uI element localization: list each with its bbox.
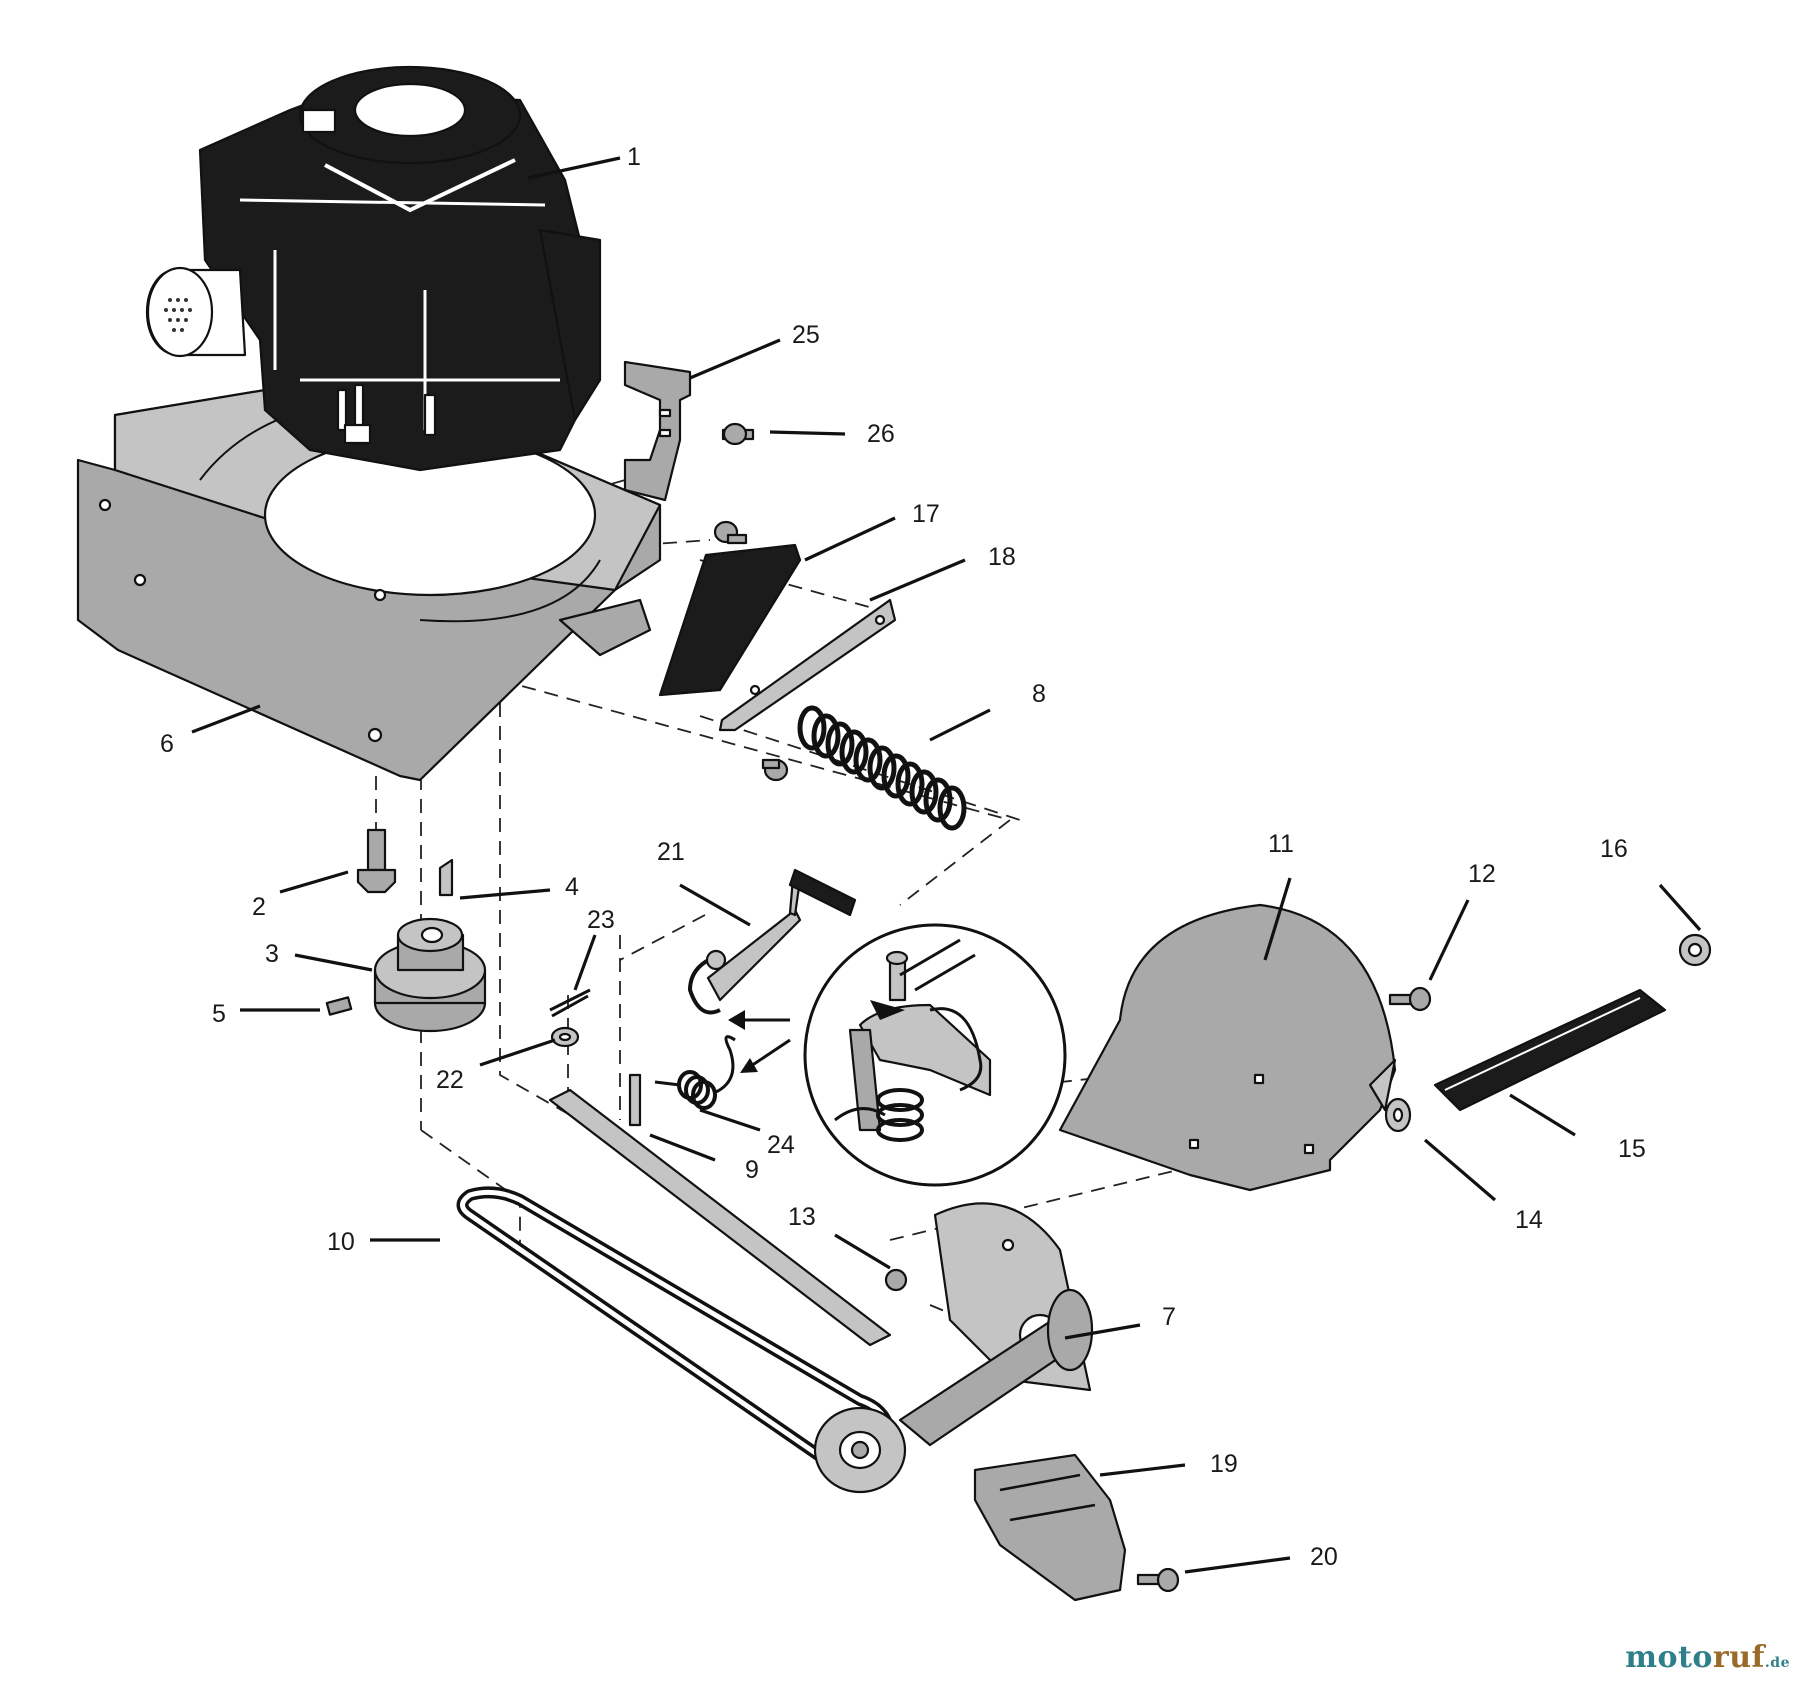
pulley: [373, 917, 487, 1033]
callout-20: 20: [1310, 1543, 1338, 1571]
watermark-part-2: ruf: [1712, 1640, 1765, 1675]
bolt-26: [721, 422, 755, 446]
screw-20: [1136, 1567, 1180, 1593]
callout-4: 4: [565, 873, 579, 901]
inset-arrows: [728, 1010, 791, 1073]
callout-17: 17: [912, 500, 940, 528]
callout-9: 9: [745, 1156, 759, 1184]
callout-leader-lines: [191, 156, 1702, 1574]
callout-22: 22: [436, 1066, 464, 1094]
linkage-rod: [687, 868, 857, 1015]
callout-5: 5: [212, 1000, 226, 1028]
engine-mount-plate: [76, 373, 662, 782]
washer-14: [1384, 1097, 1412, 1133]
bolt-12: [1388, 986, 1432, 1012]
callout-14: 14: [1515, 1206, 1543, 1234]
callout-12: 12: [1468, 860, 1496, 888]
housing-shield: [1058, 903, 1397, 1192]
callout-21: 21: [657, 838, 685, 866]
callout-25: 25: [792, 321, 820, 349]
torsion-spring-24: [654, 1035, 736, 1110]
bolt-2: [356, 828, 397, 894]
callout-7: 7: [1162, 1303, 1176, 1331]
bracket: [623, 360, 692, 502]
watermark-part-3: .de: [1764, 1655, 1790, 1671]
spring: [761, 705, 967, 831]
set-screw: [325, 996, 353, 1016]
nut-16: [1678, 933, 1712, 967]
callout-26: 26: [867, 420, 895, 448]
callout-2: 2: [252, 893, 266, 921]
lever-arm: [718, 598, 897, 732]
callout-3: 3: [265, 940, 279, 968]
callout-labels: 1 2 3 4 5 6 7 8 9 10 11 12 13 14 15 16 1…: [160, 143, 1646, 1571]
nut-13: [884, 1268, 908, 1292]
callout-6: 6: [160, 730, 174, 758]
detail-inset: [803, 923, 1067, 1187]
cover-plate: [658, 520, 802, 697]
callout-19: 19: [1210, 1450, 1238, 1478]
cotter-pin-23: [549, 988, 591, 1018]
callout-1: 1: [627, 143, 641, 171]
watermark-logo: motoruf.de: [1625, 1640, 1790, 1675]
callout-13: 13: [788, 1203, 816, 1231]
callout-23: 23: [587, 906, 615, 934]
callout-16: 16: [1600, 835, 1628, 863]
callout-11: 11: [1268, 830, 1294, 858]
key: [438, 858, 454, 897]
callout-10: 10: [327, 1228, 355, 1256]
callout-15: 15: [1618, 1135, 1646, 1163]
callout-8: 8: [1032, 680, 1046, 708]
roll-pin-9: [628, 1073, 642, 1127]
shaft-housing: [548, 1088, 1094, 1494]
washer-22: [550, 1026, 580, 1048]
engine: [145, 65, 602, 472]
watermark-part-1: moto: [1625, 1640, 1713, 1675]
callout-18: 18: [988, 543, 1016, 571]
callout-24: 24: [767, 1131, 795, 1159]
scraper-blade-15: [1433, 988, 1667, 1112]
belt-cover-19: [973, 1453, 1127, 1602]
